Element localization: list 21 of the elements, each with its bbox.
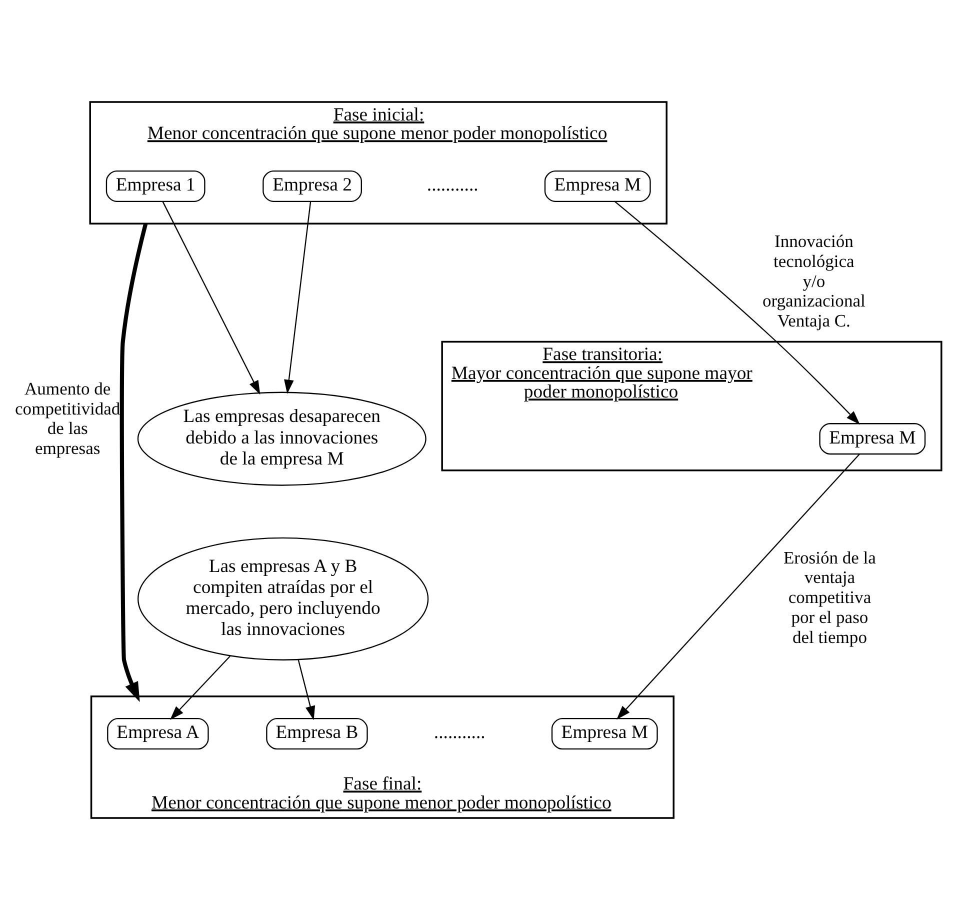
arrow — [298, 660, 316, 720]
edge-label: Erosión de la ventaja competitiva por el paso del tiempo — [783, 546, 876, 646]
edge-label: Innovación tecnológica y/o organizacional Ventaja C. — [762, 230, 866, 330]
node-box: Empresa M — [819, 422, 926, 454]
node-box: Empresa B — [266, 718, 368, 750]
arrow — [616, 453, 860, 720]
arrow — [120, 222, 148, 702]
node-box: Empresa M — [544, 170, 651, 202]
arrow — [284, 201, 312, 394]
node-box: Empresa A — [107, 718, 209, 750]
node-ellipse: Las empresas desaparecen debido a las innovaciones de la empresa M — [137, 391, 426, 486]
edge-label: Aumento de competitividad de las empresas — [15, 378, 120, 458]
node-box: Empresa 1 — [106, 170, 206, 202]
arrow — [170, 655, 230, 720]
node-ellipse: Las empresas A y B compiten atraídas por el mercado, pero incluyendo las innovaciones — [137, 536, 429, 660]
node-box: Empresa M — [551, 718, 658, 750]
arrow — [614, 200, 860, 424]
arrow — [162, 200, 260, 394]
label: ........... — [434, 722, 486, 743]
label: ........... — [426, 174, 478, 196]
node-box: Empresa 2 — [262, 170, 362, 202]
